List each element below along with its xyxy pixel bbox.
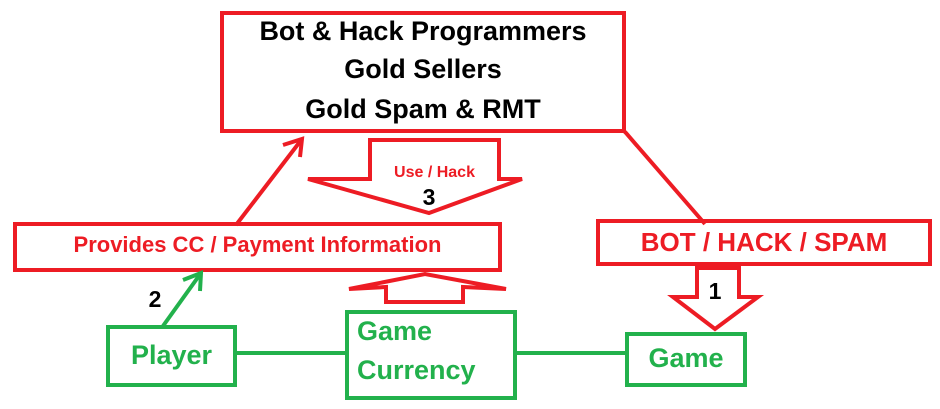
top-box-line-1: Bot & Hack Programmers [259, 16, 587, 46]
payment-box-frame [13, 222, 502, 272]
bot-box-label: BOT / HACK / SPAM [640, 227, 888, 257]
top-box-frame [220, 11, 626, 133]
game-box-frame [625, 332, 747, 387]
top-to-bot-connector [622, 129, 707, 226]
step-2-label: 2 [148, 286, 162, 312]
payment-to-top-arrowhead [282, 136, 305, 158]
currency-box-line-1: Game [357, 316, 433, 346]
player-to-payment-arrowhead [182, 270, 204, 292]
payment-to-top-arrow [234, 137, 304, 227]
top-box-line-2: Gold Sellers [344, 54, 502, 84]
player-box-label: Player [130, 340, 213, 370]
use-hack-label: Use / Hack [394, 164, 475, 181]
player-box-frame [106, 325, 237, 387]
payment-box-label: Provides CC / Payment Information [73, 232, 442, 257]
step-1-label: 1 [708, 278, 722, 304]
player-to-payment-arrow [161, 271, 203, 328]
bot-to-game-arrow [667, 266, 765, 332]
game-box-label: Game [648, 343, 724, 373]
bot-box-frame [596, 219, 932, 266]
top-box-line-3: Gold Spam & RMT [305, 94, 541, 124]
step-3-label: 3 [422, 184, 436, 210]
use-hack-arrow [307, 138, 523, 216]
currency-box-line-2: Currency [357, 355, 476, 385]
currency-to-payment-arrow [348, 271, 507, 304]
